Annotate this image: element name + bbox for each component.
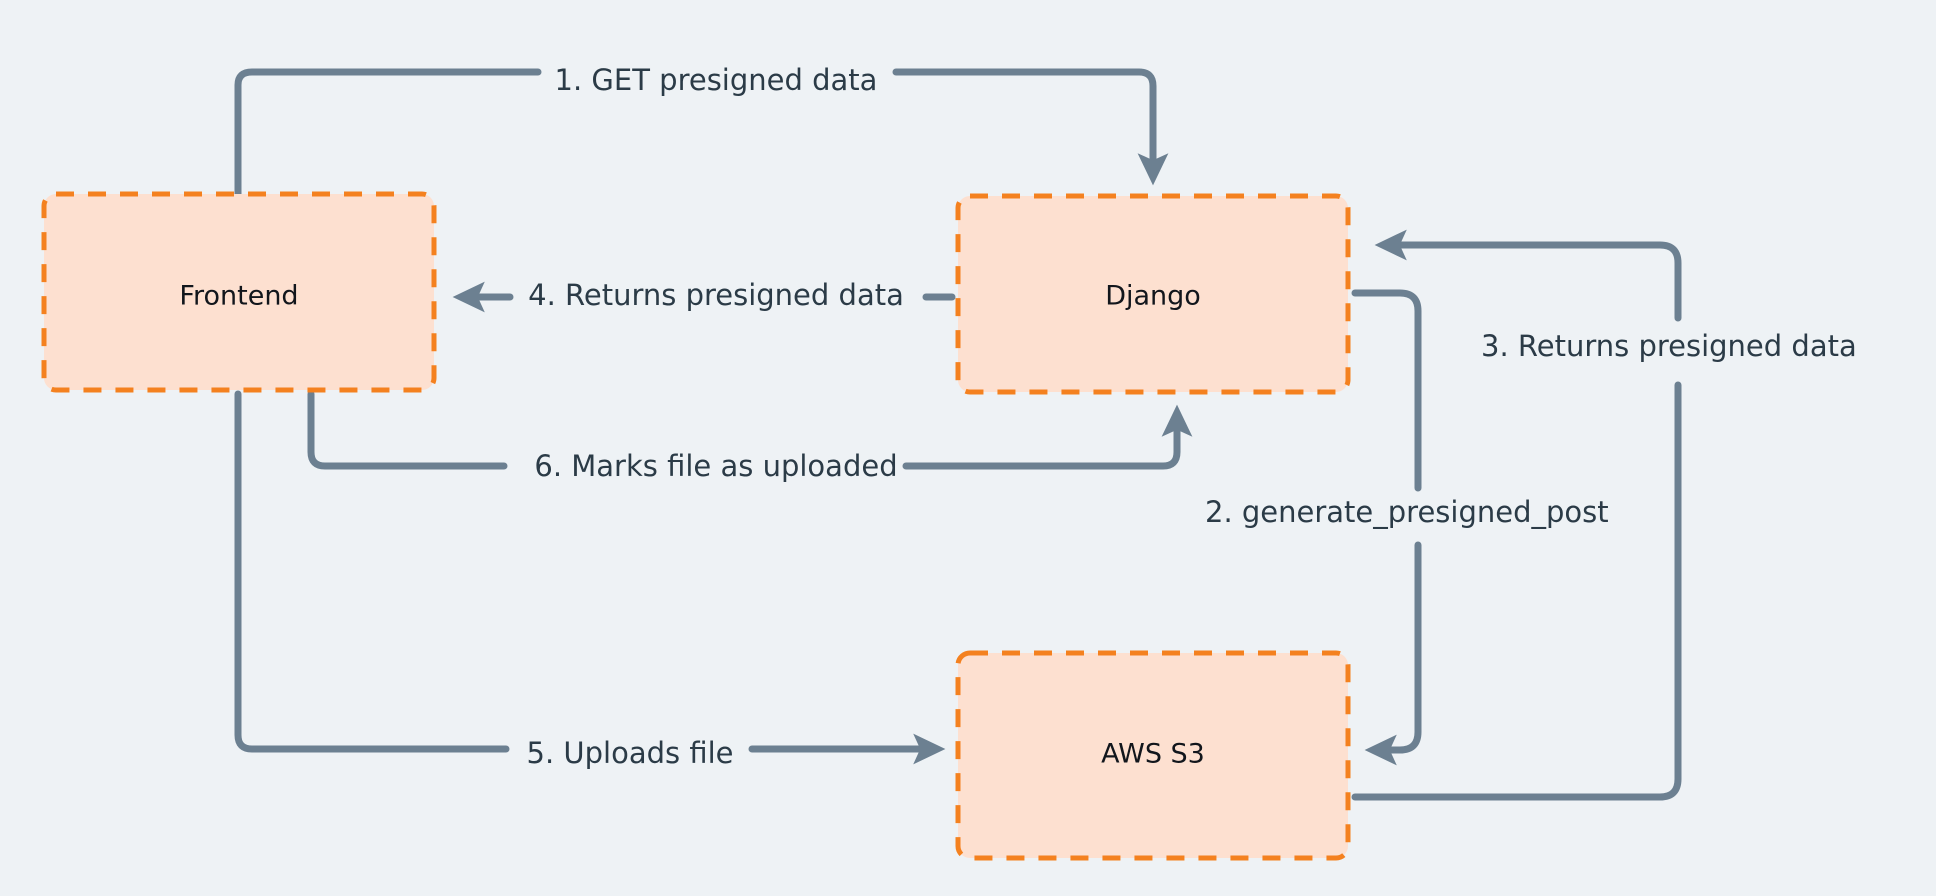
node-aws-s3-box[interactable] <box>955 650 1351 861</box>
node-django-label: Django <box>1105 281 1201 312</box>
edge-3-segment-bottom <box>1351 381 1682 801</box>
edge-3-label: 3. Returns presigned data <box>1481 329 1857 363</box>
edge-4-label: 4. Returns presigned data <box>528 278 904 312</box>
node-django-box[interactable] <box>955 193 1351 395</box>
edge-1-label: 1. GET presigned data <box>555 63 878 97</box>
node-django[interactable]: Django <box>955 193 1351 395</box>
edge-3-returns-presigned-data: 3. Returns presigned data <box>1351 229 1857 801</box>
edge-2-generate-presigned-post: 2. generate_presigned_post <box>1205 289 1609 766</box>
edge-2-segment-upper <box>1351 289 1422 492</box>
edge-4-returns-presigned-data: 4. Returns presigned data <box>452 278 956 313</box>
edge-2-segment-lower <box>1364 541 1422 766</box>
edge-6-marks-file-as-uploaded: 6. Marks file as uploaded <box>307 390 1193 483</box>
edge-6-segment-right <box>902 404 1193 470</box>
node-frontend-label: Frontend <box>179 281 298 312</box>
edge-2-label: 2. generate_presigned_post <box>1205 495 1609 529</box>
edge-1-segment-right <box>892 68 1169 186</box>
node-frontend-box[interactable] <box>41 191 437 393</box>
edge-3-segment-top <box>1374 229 1682 322</box>
edge-1-segment-left <box>234 68 542 198</box>
edge-5-segment-left <box>234 390 510 753</box>
edge-5-uploads-file: 5. Uploads file <box>234 390 946 770</box>
node-aws-s3-label: AWS S3 <box>1101 739 1205 770</box>
edge-6-segment-left <box>307 390 508 470</box>
node-aws-s3[interactable]: AWS S3 <box>955 650 1351 861</box>
edge-1-get-presigned-data: 1. GET presigned data <box>234 63 1169 198</box>
node-frontend[interactable]: Frontend <box>41 191 437 393</box>
edge-5-label: 5. Uploads file <box>527 736 734 770</box>
edge-6-label: 6. Marks file as uploaded <box>534 449 897 483</box>
